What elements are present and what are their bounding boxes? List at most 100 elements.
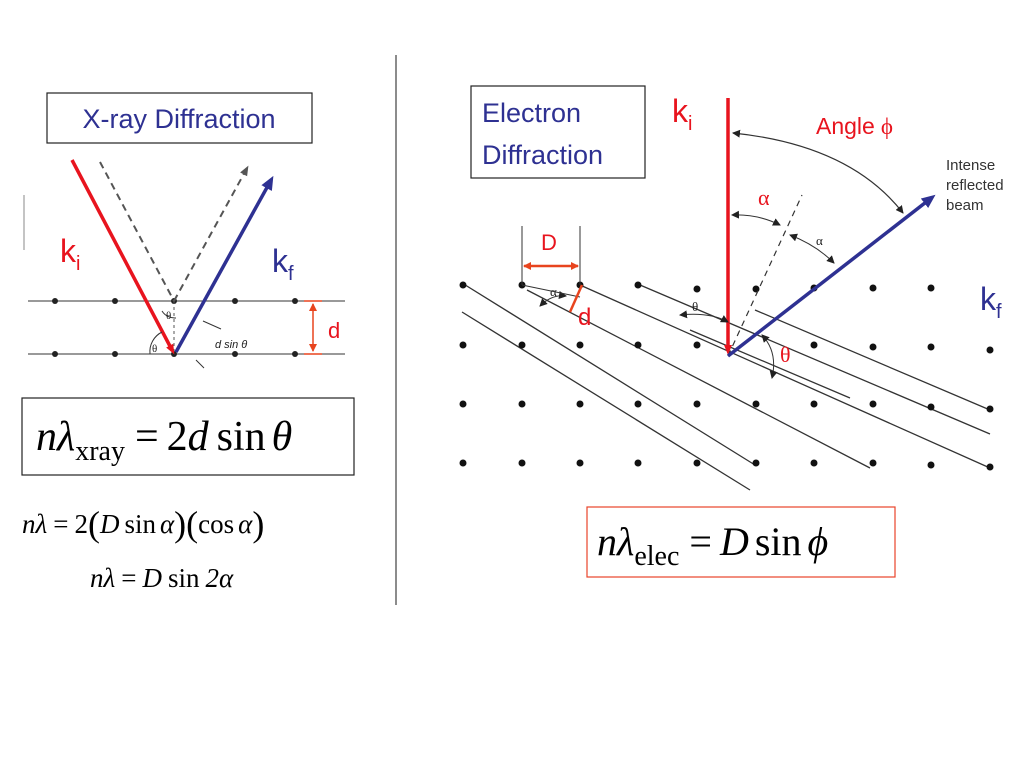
D-label: D: [541, 230, 557, 255]
lattice-diagonal: [461, 282, 756, 466]
xray-d-label: d: [328, 318, 340, 343]
atom: [576, 400, 584, 408]
atom: [459, 341, 467, 349]
electron-title-line1: Electron: [482, 98, 581, 128]
atom: [752, 285, 760, 293]
dsin-tick-2: [195, 359, 205, 369]
xray-ki-label: ki: [60, 233, 80, 275]
theta-arc-top: [161, 310, 177, 319]
atom: [634, 341, 642, 349]
electron-panel: Electron Diffraction: [459, 85, 1004, 578]
d-spacing-arrow: [568, 284, 584, 313]
atom: [927, 403, 935, 411]
atom: [518, 459, 526, 467]
electron-kf-label: kf: [980, 281, 1002, 323]
atom: [576, 341, 584, 349]
theta-label-electron: θ: [780, 342, 791, 367]
atom: [810, 341, 818, 349]
electron-equation-box: [586, 506, 896, 578]
alpha-arc-lower: [789, 233, 835, 264]
atom: [986, 405, 994, 413]
electron-normal-dashed: [727, 194, 803, 357]
atom: [518, 400, 526, 408]
atom: [927, 343, 935, 351]
dsin-tick: [202, 320, 222, 330]
phi-arc: [732, 129, 904, 214]
atom: [292, 351, 298, 357]
atom: [869, 284, 877, 292]
electron-atoms: [459, 281, 994, 471]
lattice-diagonal: [754, 309, 991, 411]
atom: [693, 285, 701, 293]
electron-lattice-lines: [461, 282, 991, 491]
atom: [986, 463, 994, 471]
atom: [576, 459, 584, 467]
theta-label-bottom: θ: [152, 343, 157, 355]
xray-title: X-ray Diffraction: [82, 104, 275, 134]
atom: [459, 400, 467, 408]
atom: [634, 459, 642, 467]
alpha-arc-D: [539, 291, 567, 307]
xray-panel: X-ray Diffraction θ θ: [21, 92, 355, 593]
electron-title-box: [470, 85, 646, 179]
atom: [693, 459, 701, 467]
alpha-label-small: α: [816, 233, 823, 248]
atom: [810, 459, 818, 467]
xray-title-box: [46, 92, 313, 144]
atom: [693, 400, 701, 408]
theta-arc-electron-bottom: [761, 334, 778, 379]
atom: [459, 281, 467, 289]
atom: [634, 400, 642, 408]
atom: [752, 400, 760, 408]
lattice-diagonal: [579, 284, 991, 469]
xray-incident-ray: [70, 159, 175, 355]
alpha-arc-upper: [731, 210, 781, 226]
atom: [232, 298, 238, 304]
D-diagonal-guide: [521, 284, 581, 298]
atom: [459, 459, 467, 467]
theta-arc-electron-top: [679, 310, 729, 323]
lattice-diagonal: [461, 311, 751, 491]
xray-kf-label: kf: [272, 243, 294, 285]
electron-d-label: d: [578, 304, 591, 331]
atom: [869, 459, 877, 467]
electron-reflected-beam: [726, 194, 936, 358]
atom: [869, 343, 877, 351]
atom: [752, 459, 760, 467]
theta-arc-bottom: [149, 331, 163, 355]
beam-label-line1: Intense: [946, 157, 995, 174]
dsin-label: d sin θ: [215, 339, 247, 351]
atom: [518, 341, 526, 349]
beam-label-line2: reflected: [946, 177, 1004, 194]
atom: [927, 461, 935, 469]
electron-title-line2: Diffraction: [482, 140, 603, 170]
atom: [634, 281, 642, 289]
alpha-label-red: α: [758, 185, 770, 210]
theta-label-electron-top: θ: [692, 299, 698, 314]
xray-atoms: [52, 298, 298, 357]
atom: [52, 298, 58, 304]
dashed-reflected-ray: [173, 165, 249, 302]
atom: [869, 400, 877, 408]
atom: [927, 284, 935, 292]
theta-label-top: θ: [166, 310, 171, 322]
electron-ki-label: ki: [672, 93, 692, 135]
atom: [292, 298, 298, 304]
atom: [810, 400, 818, 408]
atom: [112, 298, 118, 304]
bragg-equation-box: [21, 397, 355, 476]
beam-label-line3: beam: [946, 197, 984, 214]
atom: [693, 341, 701, 349]
atom: [52, 351, 58, 357]
atom: [232, 351, 238, 357]
xray-reflected-ray: [174, 175, 274, 353]
dashed-incident-ray: [99, 161, 175, 302]
atom: [986, 346, 994, 354]
